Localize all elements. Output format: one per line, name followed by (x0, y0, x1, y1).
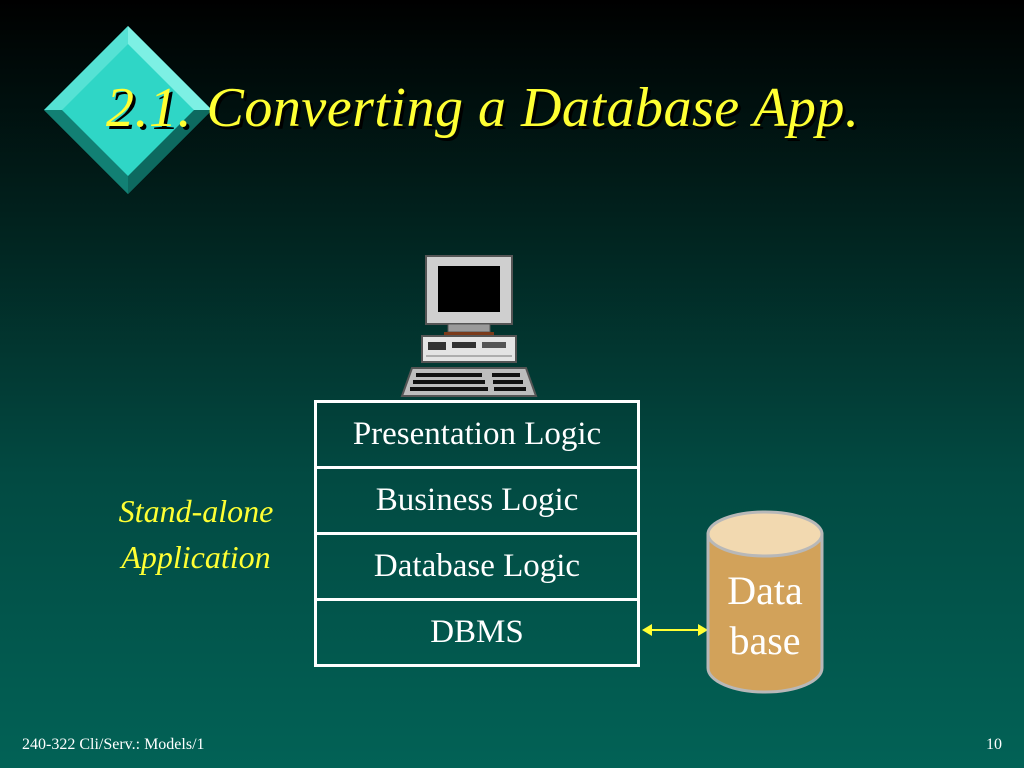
database-label-line1: Data (727, 568, 803, 613)
layer-dbms: DBMS (314, 601, 640, 667)
computer-icon (398, 252, 540, 405)
footer-course-label: 240-322 Cli/Serv.: Models/1 (22, 736, 205, 753)
database-label: Data base (708, 566, 822, 666)
slide-title: 2.1. Converting a Database App. (106, 77, 860, 139)
standalone-application-label: Stand-alone Application (86, 488, 306, 580)
layer-presentation-logic: Presentation Logic (314, 400, 640, 469)
layer-database-logic: Database Logic (314, 535, 640, 601)
layer-business-logic: Business Logic (314, 469, 640, 535)
application-layer-stack: Presentation Logic Business Logic Databa… (314, 400, 640, 667)
page-number: 10 (986, 736, 1002, 753)
diamond-bullet-icon (40, 22, 216, 198)
database-cylinder-icon (704, 508, 826, 701)
double-arrow-icon (640, 618, 710, 647)
standalone-label-line2: Application (121, 539, 271, 575)
database-label-line2: base (729, 618, 801, 663)
standalone-label-line1: Stand-alone (118, 493, 274, 529)
